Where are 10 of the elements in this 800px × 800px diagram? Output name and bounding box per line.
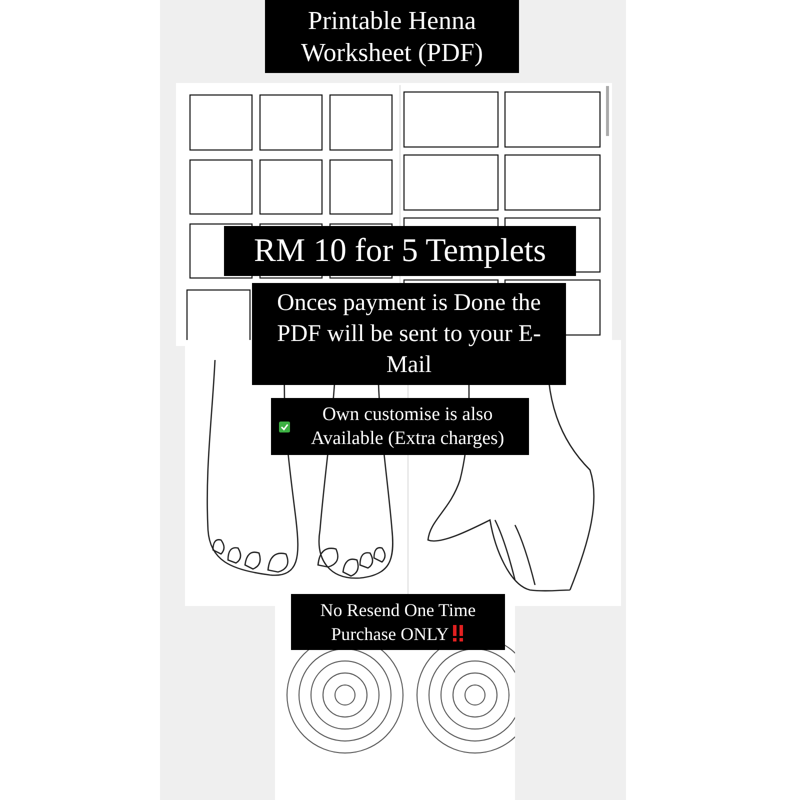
label-box [224, 226, 576, 276]
label-box [271, 398, 529, 455]
label-text: Onces payment is Done the PDF will be sent to your E-Mail [276, 288, 542, 380]
label-box [291, 594, 505, 650]
label-text: Own customise is also Available (Extra charges) [310, 402, 506, 450]
label-text: RM 10 for 5 Templets [254, 232, 546, 271]
label-box [265, 0, 519, 73]
label-text: Printable Henna Worksheet (PDF) [300, 4, 484, 68]
label-text: No Resend One Time Purchase ONLY [319, 599, 477, 646]
label-box [252, 283, 566, 385]
